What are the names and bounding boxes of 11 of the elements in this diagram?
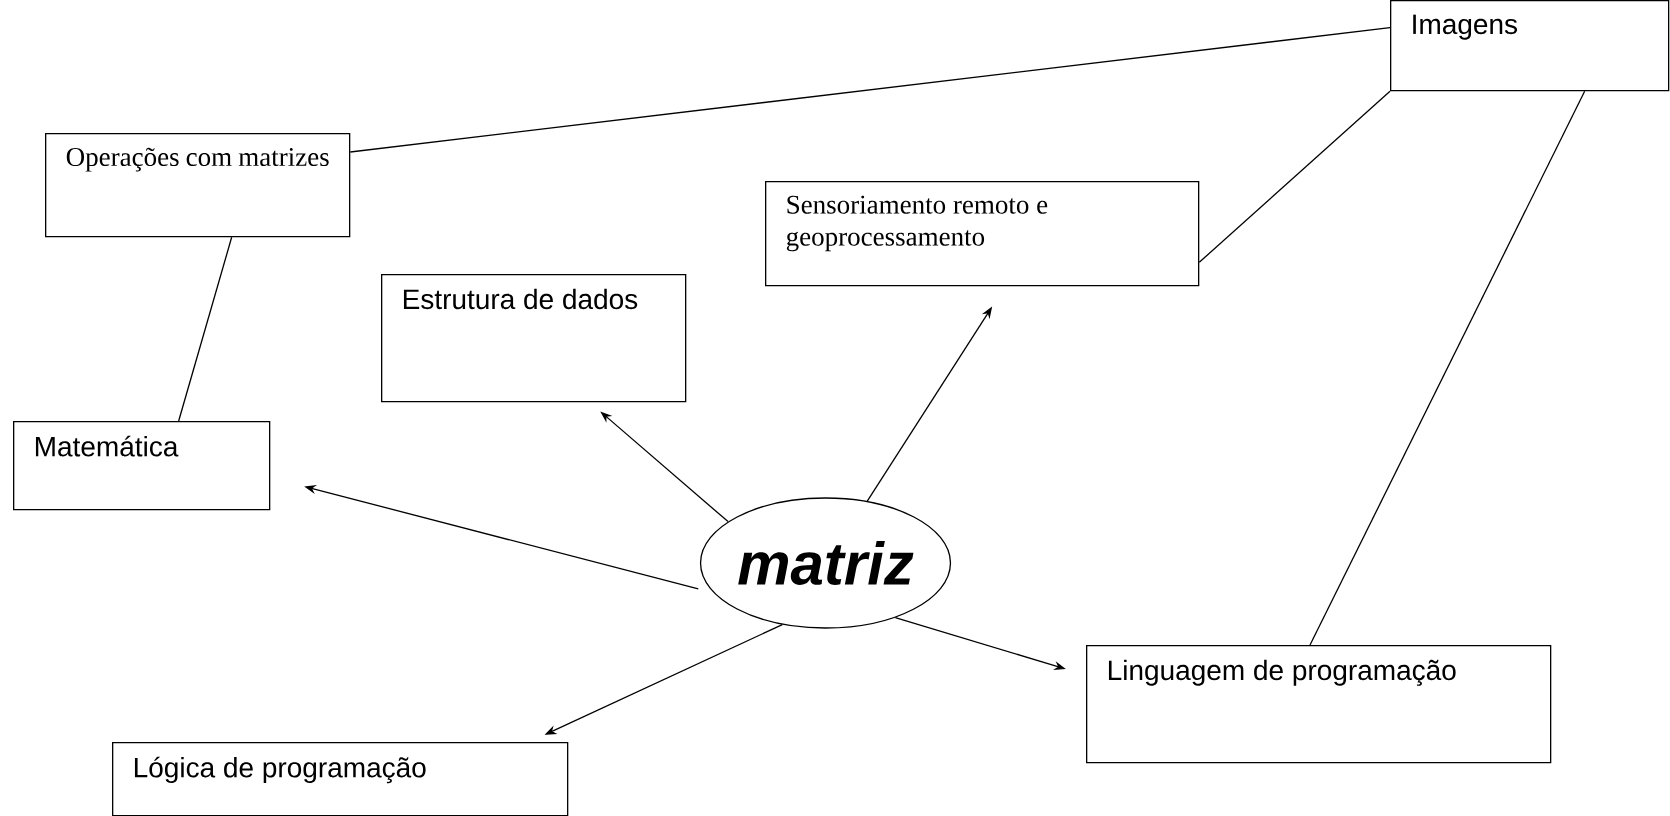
connector-line — [1198, 90, 1391, 263]
topic-box: Matemática — [13, 421, 271, 511]
connector-line — [178, 236, 233, 422]
topic-box: Imagens — [1390, 0, 1670, 92]
topic-box: Operações com matrizes — [45, 133, 351, 238]
topic-box: Sensoriamento remoto e geoprocessamento — [765, 181, 1200, 287]
connector-line — [349, 27, 1391, 153]
connector-line — [1309, 90, 1586, 646]
topic-box: Lógica de programação — [112, 742, 569, 816]
topic-box: Linguagem de programação — [1086, 645, 1552, 764]
topic-box: Estrutura de dados — [381, 274, 687, 403]
